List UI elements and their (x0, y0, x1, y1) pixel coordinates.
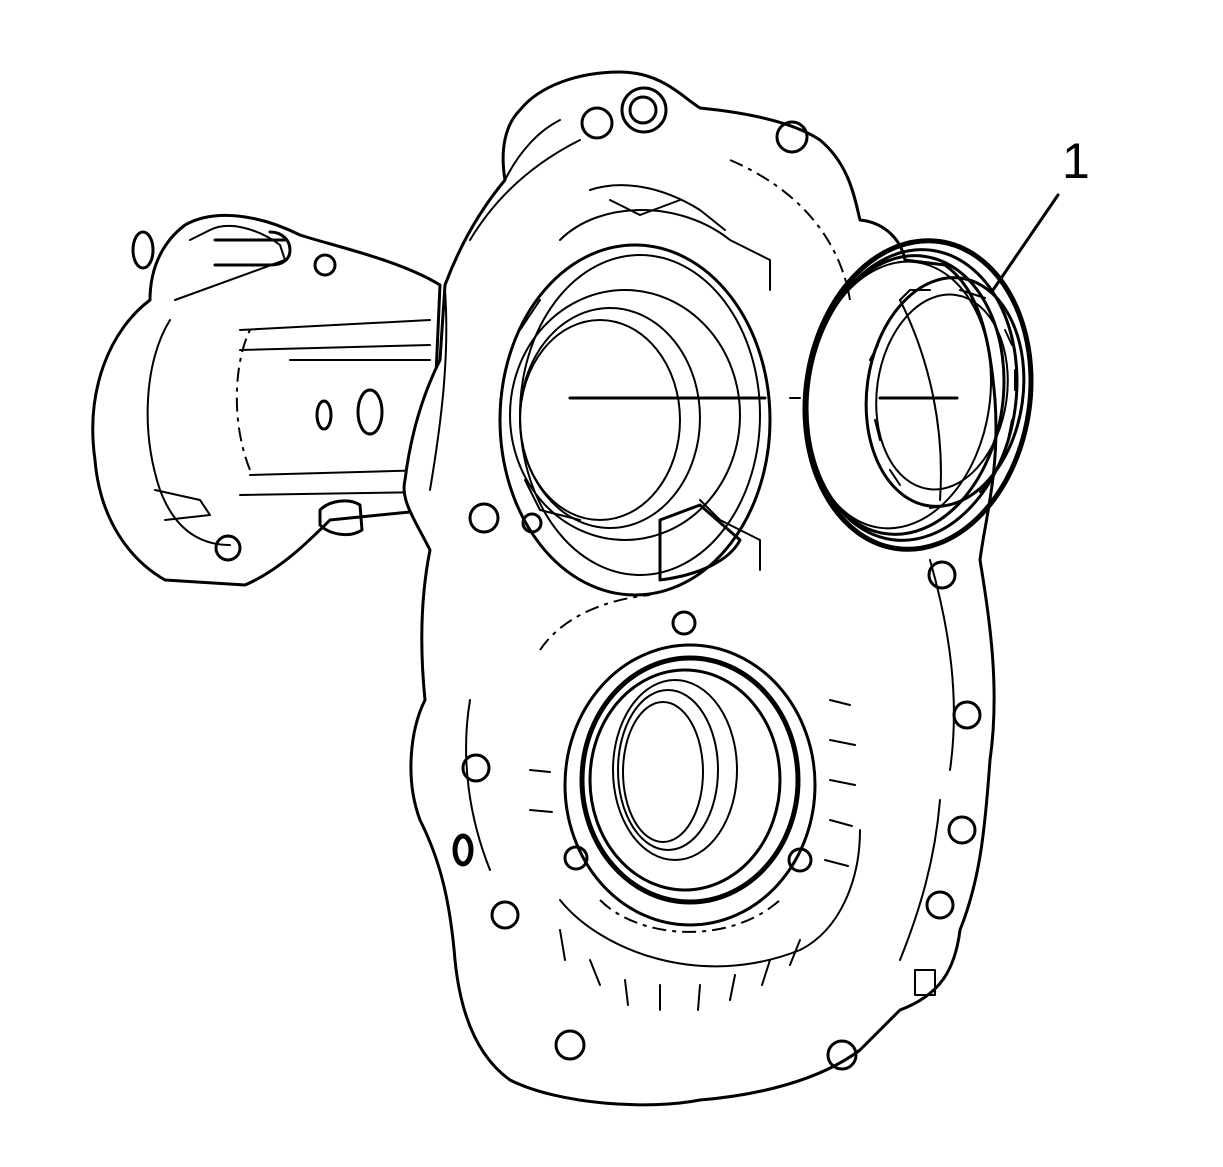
main-case-flange (402, 70, 998, 1107)
oil-seal-part (802, 238, 1034, 552)
upper-bore (498, 159, 851, 597)
callout-leader-line (991, 193, 1060, 292)
extension-housing (91, 213, 442, 587)
callout-1: 1 (991, 133, 1090, 292)
callout-label: 1 (1062, 133, 1090, 189)
lower-bore (529, 594, 861, 1011)
